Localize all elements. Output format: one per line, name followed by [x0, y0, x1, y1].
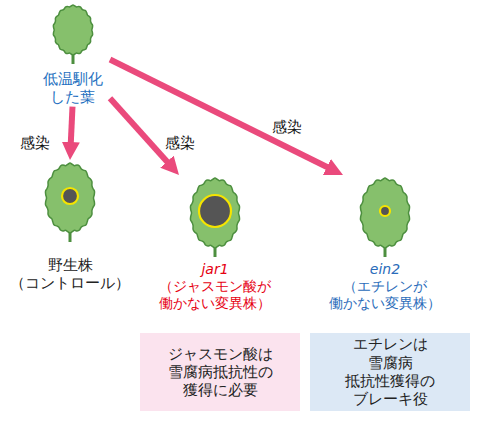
edge-label: 感染 — [272, 118, 302, 136]
leaf-blade — [190, 178, 239, 248]
node-label: （ジャスモン酸が 働かない変異株） — [159, 278, 271, 312]
leaf-blade — [45, 163, 94, 233]
edge-label: 感染 — [165, 134, 195, 152]
leaf-illustration — [43, 160, 97, 242]
leaf-illustration — [51, 2, 95, 64]
node-label: ジャスモン酸は 雪腐病抵抗性の 獲得に必要 — [168, 345, 273, 400]
leaf-node: 野生株（コントロール） — [10, 160, 130, 293]
note-box: エチレンは 雪腐病 抵抗性獲得の ブレーキ役 — [310, 333, 470, 411]
node-label: 野生株 — [48, 256, 93, 274]
leaf-illustration — [358, 175, 412, 257]
infection-arrow — [110, 98, 172, 167]
leaf-node: ein2（エチレンが 働かない変異株） — [325, 175, 445, 312]
infection-arrow — [70, 107, 72, 150]
leaf-illustration — [188, 175, 242, 257]
node-label: ein2 — [370, 261, 400, 278]
edge-label: 感染 — [20, 134, 50, 152]
infection-arrow — [110, 60, 334, 171]
lesion-spot — [380, 206, 390, 216]
leaf-node: jar1（ジャスモン酸が 働かない変異株） — [155, 175, 275, 312]
leaf-blade — [53, 5, 92, 55]
node-label: （コントロール） — [10, 274, 130, 292]
note-box: ジャスモン酸は 雪腐病抵抗性の 獲得に必要 — [140, 333, 300, 411]
node-label: （エチレンが 働かない変異株） — [329, 278, 441, 312]
node-label: 低温馴化 した葉 — [43, 70, 103, 107]
leaf-node: 低温馴化 した葉 — [35, 2, 110, 107]
lesion-spot — [62, 188, 78, 204]
lesion-spot — [199, 195, 231, 227]
node-label: エチレンは 雪腐病 抵抗性獲得の ブレーキ役 — [345, 335, 435, 408]
leaf-blade — [360, 178, 409, 248]
node-label: jar1 — [201, 261, 228, 278]
